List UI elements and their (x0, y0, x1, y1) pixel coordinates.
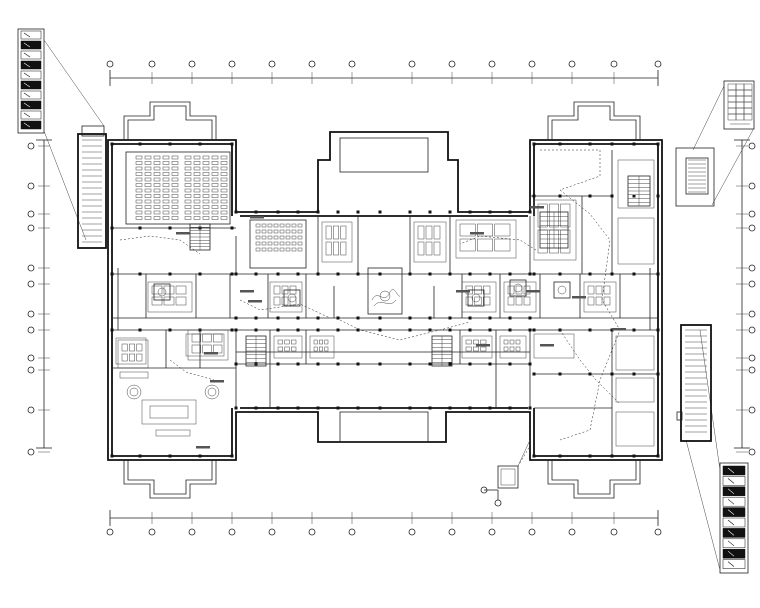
grid-marker (568, 60, 576, 68)
left-stair-detail (77, 125, 107, 249)
room-partitions (112, 150, 658, 456)
annotation-labels (176, 206, 626, 449)
grid-marker (27, 326, 35, 334)
grid-marker (27, 142, 35, 150)
distribution-box (480, 439, 531, 507)
grid-marker (408, 528, 416, 536)
grid-marker (654, 528, 662, 536)
office-desks (117, 199, 617, 369)
grid-marker (610, 528, 618, 536)
right-grid-markers (736, 142, 756, 456)
grid-marker (748, 210, 756, 218)
grid-marker (27, 280, 35, 288)
bottom-grid-markers (106, 512, 662, 536)
grid-marker (27, 448, 35, 456)
grid-marker (748, 326, 756, 334)
electrical-wiring (119, 149, 621, 467)
grid-marker (268, 528, 276, 536)
grid-marker (568, 528, 576, 536)
grid-marker (188, 60, 196, 68)
grid-marker (27, 354, 35, 362)
structural-columns (110, 142, 660, 458)
grid-marker (610, 60, 618, 68)
grid-marker (228, 60, 236, 68)
grid-marker (348, 528, 356, 536)
grid-marker (748, 182, 756, 190)
right-lower-detail (676, 324, 712, 442)
right-wing-furniture (615, 159, 655, 447)
grid-marker (27, 182, 35, 190)
grid-marker (148, 60, 156, 68)
grid-marker (528, 60, 536, 68)
grid-marker (106, 528, 114, 536)
grid-marker (748, 264, 756, 272)
grid-marker (188, 528, 196, 536)
grid-marker (228, 528, 236, 536)
grid-marker (748, 354, 756, 362)
meeting-room-seating (249, 219, 307, 269)
top-grid-markers (106, 60, 662, 84)
grid-marker (308, 528, 316, 536)
grid-marker (654, 60, 662, 68)
grid-marker (106, 60, 114, 68)
grid-marker (748, 142, 756, 150)
grid-marker (27, 210, 35, 218)
left-grid-markers (27, 142, 50, 456)
wing-bays (123, 101, 641, 499)
auditorium-seating (125, 151, 231, 225)
grid-marker (27, 224, 35, 232)
grid-marker (488, 528, 496, 536)
grid-marker (748, 448, 756, 456)
grid-marker (748, 280, 756, 288)
grid-marker (748, 406, 756, 414)
key-plan-top-left (17, 28, 105, 241)
grid-marker (27, 406, 35, 414)
grid-marker (268, 60, 276, 68)
grid-marker (308, 60, 316, 68)
grid-marker (27, 310, 35, 318)
key-plan-top-right (692, 80, 755, 206)
grid-marker (448, 528, 456, 536)
key-plan-bottom-right (685, 329, 749, 574)
grid-marker (748, 366, 756, 374)
grid-marker (748, 224, 756, 232)
lobby-furniture (119, 371, 220, 437)
corridors (112, 268, 658, 365)
grid-marker (348, 60, 356, 68)
grid-marker (148, 528, 156, 536)
grid-marker (748, 310, 756, 318)
grid-marker (27, 264, 35, 272)
grid-marker (408, 60, 416, 68)
grid-marker (27, 366, 35, 374)
right-upper-detail (675, 147, 715, 207)
restrooms (115, 333, 575, 365)
stairwells (189, 175, 651, 367)
grid-marker (488, 60, 496, 68)
grid-marker (528, 528, 536, 536)
atrium-feature (367, 267, 403, 315)
grid-marker (448, 60, 456, 68)
